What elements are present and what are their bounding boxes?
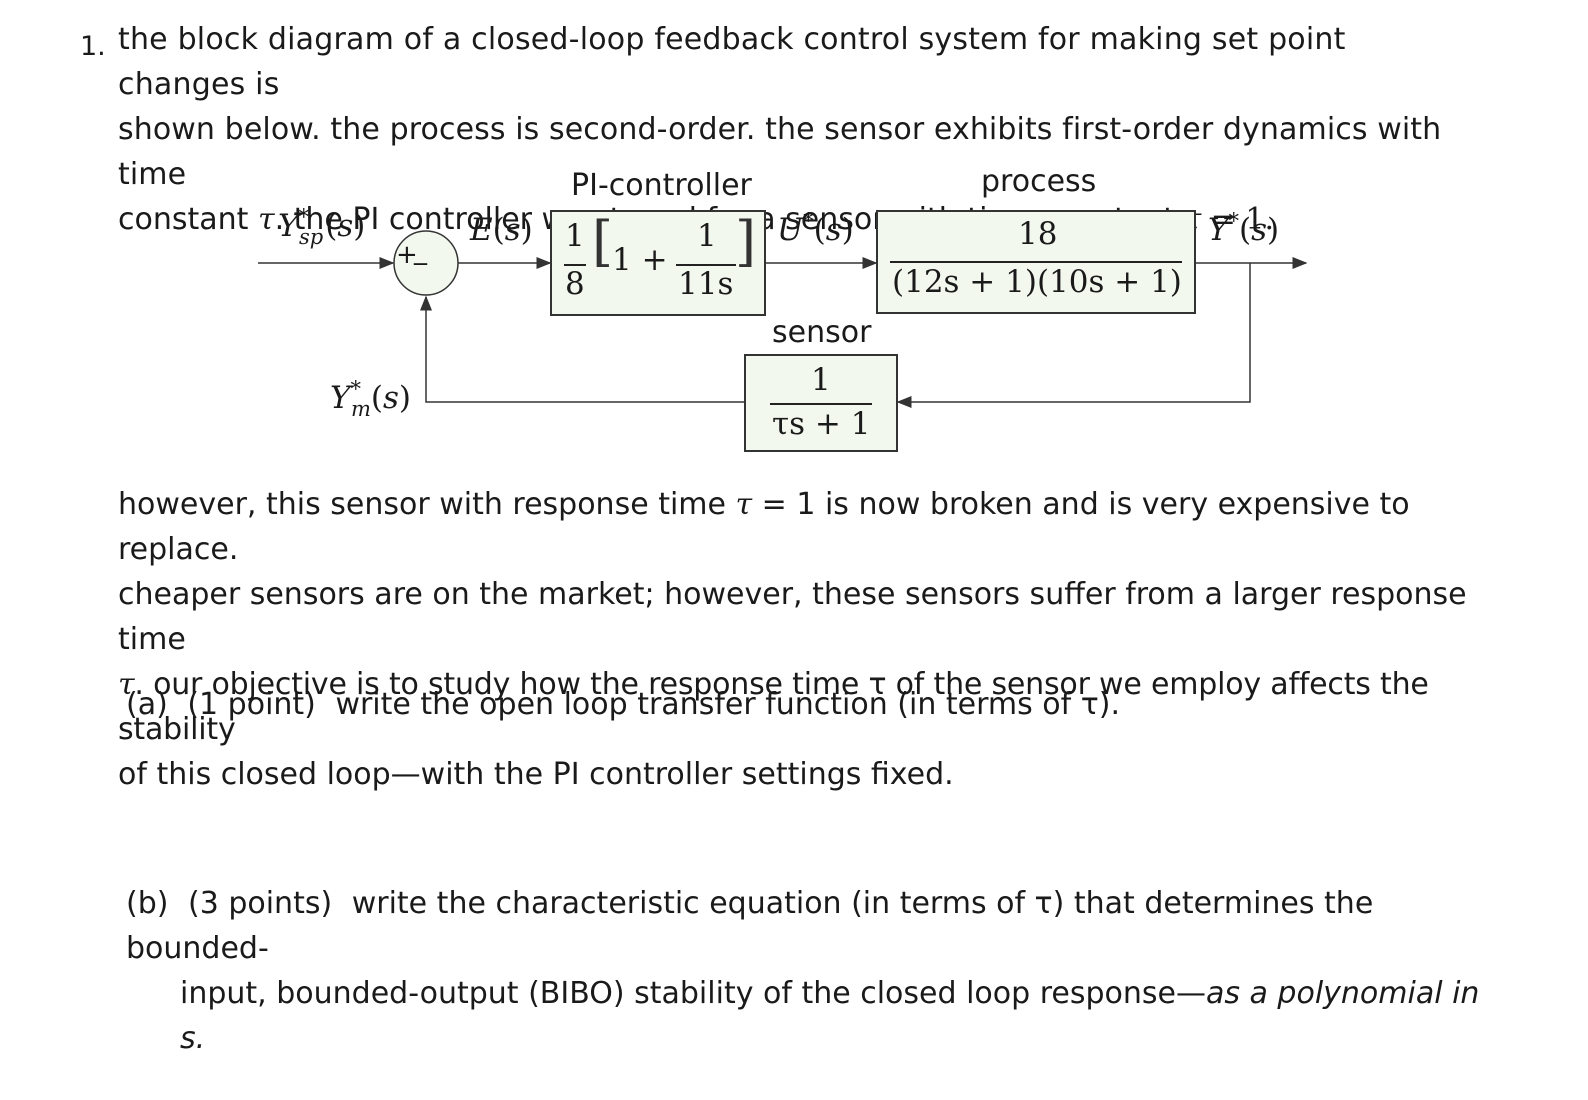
intro-line-2: shown below. the process is second-order… [118, 112, 1442, 192]
input-label: U*(s) [777, 209, 854, 248]
setpoint-label: Y*sp(s) [278, 205, 366, 249]
body-paragraph: however, this sensor with response time … [118, 482, 1478, 797]
part-a-points: (1 point) [187, 687, 316, 722]
output-label: Y*(s) [1208, 209, 1280, 248]
process-block: 18 (12s + 1)(10s + 1) [876, 210, 1196, 314]
part-b: (b) (3 points) write the characteristic … [126, 881, 1486, 1061]
right-bracket: ] [735, 210, 757, 273]
controller-one-plus: 1 + [612, 242, 668, 278]
body-line-4: of this closed loop—with the PI controll… [118, 757, 954, 792]
error-label: E(s) [470, 212, 533, 248]
part-b-text-line-2: input, bounded-output (BIBO) stability o… [180, 976, 1206, 1011]
problem-number: 1. [80, 31, 106, 62]
process-numerator: 18 [1018, 216, 1058, 252]
controller-integral-numerator: 1 [697, 218, 717, 254]
summer-plus-sign: + [396, 240, 418, 270]
body-line-2: cheaper sensors are on the market; howev… [118, 577, 1467, 657]
part-b-text-line-1: write the characteristic equation (in te… [126, 886, 1374, 966]
part-a-label: (a) [126, 687, 168, 722]
controller-gain-numerator: 1 [565, 218, 585, 254]
part-a-text: write the open loop transfer function (i… [335, 687, 1121, 722]
measured-label: Y*m(s) [330, 377, 412, 421]
controller-gain-denominator: 8 [565, 266, 585, 302]
sensor-numerator: 1 [811, 362, 831, 398]
process-denominator: (12s + 1)(10s + 1) [892, 264, 1182, 300]
controller-integral-denominator: 11s [678, 266, 734, 302]
controller-title: PI-controller [571, 168, 752, 203]
sensor-title: sensor [772, 315, 872, 350]
sensor-denominator: τs + 1 [772, 406, 871, 442]
sensor-block: 1 τs + 1 [744, 354, 898, 452]
part-b-label: (b) [126, 886, 169, 921]
left-bracket: [ [592, 210, 614, 273]
body-line-1: however, this sensor with response time … [118, 487, 1410, 567]
process-title: process [981, 164, 1097, 199]
part-a: (a) (1 point) write the open loop transf… [126, 682, 1486, 727]
part-b-points: (3 points) [188, 886, 333, 921]
pi-controller-block: 1 8 [ 1 + 1 11s ] [550, 210, 766, 316]
summer-minus-sign: _ [414, 236, 427, 266]
body-line-3: τ. our objective is to study how the res… [118, 667, 1429, 747]
part-b-emphasis: as a polynomial in s. [180, 976, 1480, 1056]
intro-line-1: the block diagram of a closed-loop feedb… [118, 22, 1346, 102]
